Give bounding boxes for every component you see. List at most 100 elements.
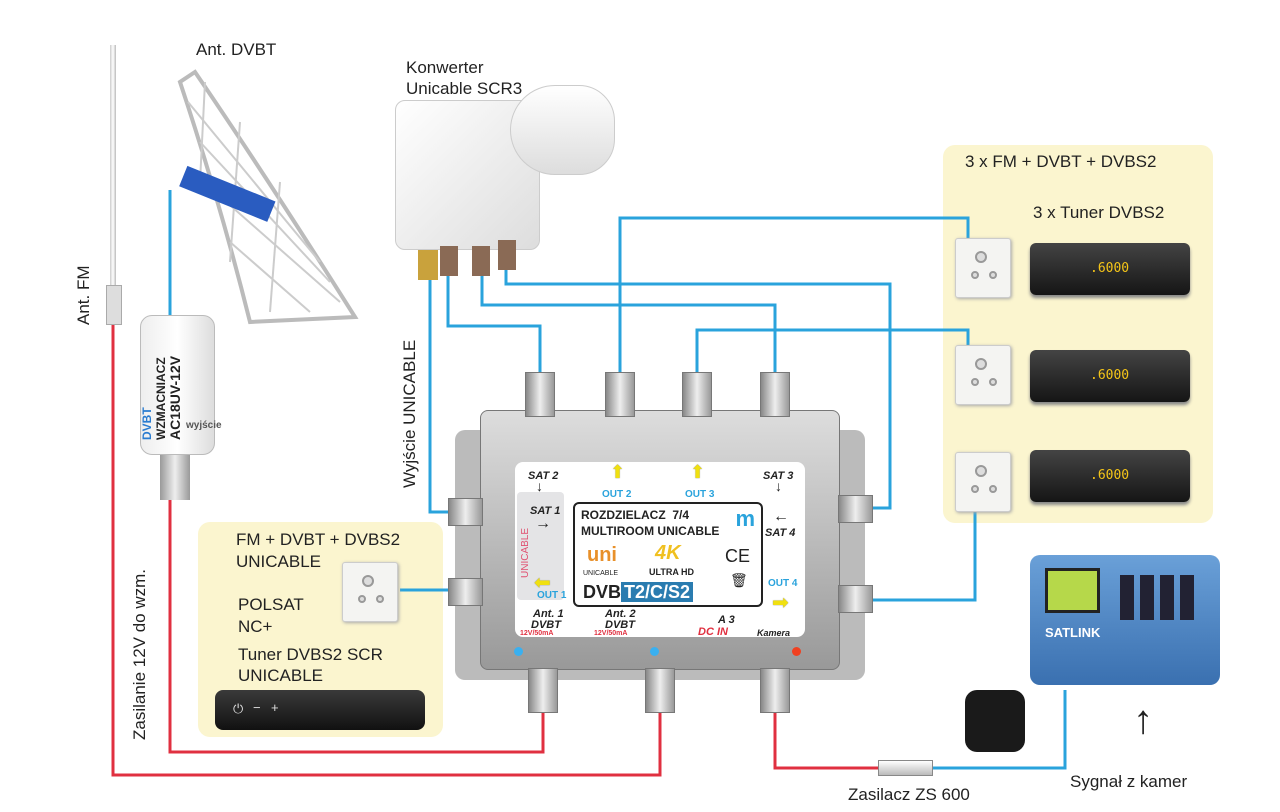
lnb-port — [440, 246, 458, 276]
arrow-down-icon: ↓ — [775, 478, 782, 494]
wall-socket-3 — [955, 452, 1011, 512]
power-adapter — [965, 690, 1025, 752]
ce-mark: CE — [725, 546, 751, 566]
right-panel-subtitle: 3 x Tuner DVBS2 — [1033, 203, 1165, 222]
receiver-display: .6000 — [1090, 261, 1130, 276]
lnb-port-gold — [418, 250, 438, 280]
yellow-arrow-up-icon: ⬆ — [690, 462, 706, 482]
fm-antenna — [110, 45, 116, 295]
sat4-label: SAT 4 — [765, 527, 796, 539]
port-sat2[interactable] — [525, 372, 555, 417]
amplifier-output-label: wyjście — [186, 420, 222, 431]
lnb-arm — [510, 85, 615, 175]
amplifier — [140, 315, 215, 455]
unicable-side-label: UNICABLE — [520, 527, 531, 578]
cable-out4 — [860, 490, 977, 602]
cable-camera — [925, 690, 1067, 770]
port-ant1[interactable] — [528, 668, 558, 713]
unicable-tuner: ⏻ − + — [215, 690, 425, 730]
left-panel-line5: Tuner DVBS2 SCR — [238, 645, 383, 664]
cable-sat3 — [480, 275, 777, 375]
port-out4[interactable] — [838, 585, 873, 613]
left-panel-line1: FM + DVBT + DVBS2 — [236, 530, 401, 549]
yellow-arrow-up-icon: ⬆ — [610, 462, 626, 482]
ant1-label: Ant. 1 — [533, 608, 564, 620]
sat2-label: SAT 2 — [528, 470, 559, 482]
cable-out3 — [695, 328, 970, 375]
arrow-left-icon: ← — [773, 508, 789, 525]
satlink-keypad[interactable] — [1120, 575, 1200, 620]
yellow-arrow-right-icon: ➡ — [772, 592, 789, 614]
power-icon: ⏻ — [233, 701, 244, 716]
left-panel-line6: UNICABLE — [238, 666, 324, 685]
switch-subtitle: MULTIROOM UNICABLE — [581, 524, 720, 538]
receiver-1: .6000 — [1030, 243, 1190, 295]
sat3-label: SAT 3 — [763, 470, 794, 482]
arrow-down-icon: ↓ — [536, 478, 543, 494]
out3-label: OUT 3 — [685, 489, 715, 500]
left-panel-line2: UNICABLE — [236, 552, 322, 571]
konwerter-label: Konwerter — [406, 58, 484, 77]
unicable-strip — [517, 492, 564, 600]
port-sat4[interactable] — [838, 495, 873, 523]
led-red — [792, 647, 801, 656]
a3-label: A 3 — [718, 614, 735, 626]
cable-sat4 — [504, 270, 892, 510]
wyjscie-unicable-label: Wyjście UNICABLE — [400, 339, 419, 488]
satlink-screen — [1045, 568, 1100, 613]
zasilacz-label: Zasilacz ZS 600 — [848, 785, 970, 804]
port-out3[interactable] — [682, 372, 712, 417]
fm-antenna-base — [106, 285, 122, 325]
port-out2[interactable] — [605, 372, 635, 417]
ant-dvbt-label: Ant. DVBT — [196, 40, 277, 59]
left-panel-line4: NC+ — [238, 617, 273, 636]
zasilanie-label: Zasilanie 12V do wzm. — [130, 568, 149, 740]
minus-icon: − — [253, 700, 261, 715]
ant1-dvbt: DVBT — [531, 619, 561, 631]
kamera-label: Kamera — [757, 628, 791, 638]
cable-dcin — [773, 700, 885, 770]
4k-logo: 4K — [655, 542, 681, 564]
switch-info-box: ROZDZIELACZ 7/4 MULTIROOM UNICABLE m uni… — [573, 502, 763, 607]
ant2-power: 12V/50mA — [594, 630, 628, 637]
konwerter-model-label: Unicable SCR3 — [406, 79, 523, 98]
cable-sat2 — [446, 275, 542, 375]
zs600-injector — [878, 760, 933, 776]
sat1-label: SAT 1 — [530, 505, 561, 517]
wall-socket-left — [342, 562, 398, 622]
switch-title: ROZDZIELACZ 7/4 — [581, 508, 690, 522]
dvb-standard: T2/C/S2 — [621, 582, 694, 602]
port-dcin[interactable] — [760, 668, 790, 713]
amplifier-name: WZMACNIACZ — [154, 357, 168, 440]
amplifier-label: DVBT WZMACNIACZ AC18UV-12V — [140, 325, 183, 440]
satlink-brand: SATLINK — [1045, 625, 1101, 640]
dvb-text: DVB — [583, 582, 622, 602]
arrow-right-icon: → — [535, 515, 551, 532]
ultra-hd-label: ULTRA HD — [649, 567, 694, 577]
out4-label: OUT 4 — [768, 578, 798, 589]
out1-label: OUT 1 — [537, 590, 567, 601]
amplifier-model: AC18UV-12V — [167, 355, 183, 440]
weee-bin-icon: 🗑 — [730, 572, 748, 588]
port-sat3[interactable] — [760, 372, 790, 417]
dvbt-antenna — [177, 69, 359, 325]
uni-logo: uni — [587, 544, 617, 566]
port-ant2[interactable] — [645, 668, 675, 713]
arrow-up-icon: ↑ — [1133, 698, 1153, 742]
right-panel-title: 3 x FM + DVBT + DVBS2 — [965, 152, 1157, 171]
cable-amp — [168, 500, 545, 754]
ant2-dvbt: DVBT — [605, 619, 635, 631]
led-blue-2 — [650, 647, 659, 656]
out2-label: OUT 2 — [602, 489, 632, 500]
port-out1[interactable] — [448, 578, 483, 606]
receiver-display: .6000 — [1090, 368, 1130, 383]
cable-out2 — [618, 216, 970, 375]
wall-socket-2 — [955, 345, 1011, 405]
sygnal-label: Sygnał z kamer — [1070, 772, 1188, 791]
brand-m-logo: m — [735, 506, 755, 531]
cable-fm — [111, 320, 662, 777]
port-unicable-in[interactable] — [448, 498, 483, 526]
uni-logo-text: UNICABLE — [583, 570, 619, 577]
